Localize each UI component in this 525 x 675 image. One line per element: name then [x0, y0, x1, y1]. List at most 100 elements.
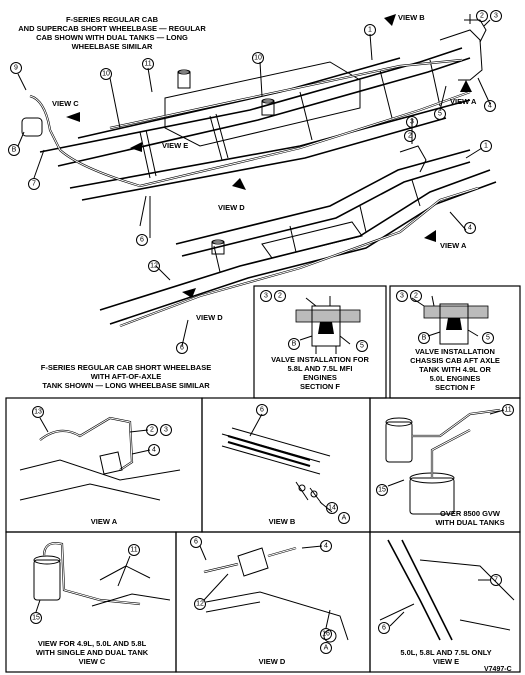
mid-title: F-SERIES REGULAR CAB SHORT WHEELBASE WIT… [41, 363, 211, 390]
view-d-box [175, 531, 371, 673]
upper-frame-illustration [17, 14, 491, 238]
svg-text:4: 4 [152, 447, 156, 454]
svg-text:B: B [292, 341, 297, 348]
valve-installation-right [389, 285, 521, 399]
svg-text:16: 16 [322, 631, 330, 638]
svg-text:3: 3 [494, 13, 498, 20]
svg-text:11: 11 [144, 61, 151, 68]
svg-text:5: 5 [438, 111, 442, 118]
callout-2-mid: 2 [404, 130, 416, 142]
figure-code: V7497-C [484, 666, 512, 673]
callouts: 9 B 7 10 11 10 1 2 3 4 5 3 2 1 4 6 12 6 … [8, 10, 514, 654]
view-d-tag-top: VIEW D [218, 203, 245, 212]
view-a-tag-top: VIEW A [450, 97, 477, 106]
gvw-caption-2: WITH DUAL TANKS [435, 518, 504, 527]
svg-text:10: 10 [102, 71, 110, 78]
svg-text:6: 6 [140, 237, 144, 244]
callout-10-a: 10 [100, 68, 112, 80]
callout-10-b: 10 [252, 52, 264, 64]
callout-12: 12 [148, 260, 160, 272]
view-c-caption-3: VIEW C [79, 657, 106, 666]
svg-text:7: 7 [32, 181, 36, 188]
callout-B-top: B [8, 144, 20, 156]
callout-2-view-a: 2 [146, 424, 158, 436]
svg-text:3: 3 [164, 427, 168, 434]
callout-7-top: 7 [28, 178, 40, 190]
svg-text:2: 2 [414, 293, 418, 300]
callout-11-top: 11 [142, 58, 154, 70]
valve-right-caption: VALVE INSTALLATION CHASSIS CAB AFT AXLE … [410, 347, 500, 392]
svg-text:5.8L AND 7.5L MFI: 5.8L AND 7.5L MFI [288, 364, 353, 373]
svg-text:13: 13 [34, 409, 42, 416]
svg-text:TANK WITH 4.9L OR: TANK WITH 4.9L OR [419, 365, 491, 374]
svg-text:WITH AFT-OF-AXLE: WITH AFT-OF-AXLE [91, 372, 162, 381]
svg-text:AND SUPERCAB SHORT WHEELBASE —: AND SUPERCAB SHORT WHEELBASE — REGULAR [18, 24, 206, 33]
svg-text:2: 2 [408, 133, 412, 140]
valve-left-caption: VALVE INSTALLATION FOR 5.8L AND 7.5L MFI… [271, 355, 369, 391]
callout-4-view-a: 4 [148, 444, 160, 456]
svg-text:1: 1 [368, 27, 372, 34]
callout-6-view-d: 6 [190, 536, 202, 548]
callout-3-valve-left: 3 [260, 290, 272, 302]
callout-4-top: 4 [484, 100, 496, 112]
svg-text:CAB SHOWN WITH DUAL TANKS — LO: CAB SHOWN WITH DUAL TANKS — LONG [36, 33, 188, 42]
svg-text:4: 4 [488, 103, 492, 110]
svg-text:7: 7 [494, 577, 498, 584]
svg-text:5.0L ENGINES: 5.0L ENGINES [430, 374, 481, 383]
svg-text:4: 4 [324, 543, 328, 550]
svg-text:14: 14 [328, 505, 336, 512]
svg-text:6: 6 [194, 539, 198, 546]
svg-text:6: 6 [382, 625, 386, 632]
callout-6-mid: 6 [176, 342, 188, 354]
view-a-caption: VIEW A [91, 517, 118, 526]
view-a-box [5, 397, 203, 533]
svg-text:3: 3 [410, 119, 414, 126]
callout-A-view-b: A [338, 512, 350, 524]
callout-B-valve-right: B [418, 332, 430, 344]
svg-text:SECTION F: SECTION F [300, 382, 340, 391]
callout-5-valve-right: 5 [482, 332, 494, 344]
svg-text:F-SERIES REGULAR CAB SHORT WHE: F-SERIES REGULAR CAB SHORT WHEELBASE [41, 363, 211, 372]
svg-text:B: B [12, 147, 17, 154]
callout-4-view-d: 4 [320, 540, 332, 552]
svg-text:WHEELBASE SIMILAR: WHEELBASE SIMILAR [72, 42, 153, 51]
callout-4-mid: 4 [464, 222, 476, 234]
callout-13: 13 [32, 406, 44, 418]
callout-A-view-d: A [320, 642, 332, 654]
callout-3-mid: 3 [406, 116, 418, 128]
svg-text:10: 10 [254, 55, 262, 62]
callout-2-valve-right: 2 [410, 290, 422, 302]
view-d-caption: VIEW D [259, 657, 286, 666]
view-e-box [369, 531, 521, 673]
callout-11-view-c: 11 [128, 544, 140, 556]
svg-text:12: 12 [196, 601, 204, 608]
callout-5-top: 5 [434, 108, 446, 120]
lower-frame-illustration [99, 118, 497, 347]
svg-text:11: 11 [504, 407, 511, 414]
callout-6-top: 6 [136, 234, 148, 246]
svg-text:3: 3 [264, 293, 268, 300]
view-c-caption-2: WITH SINGLE AND DUAL TANK [36, 648, 149, 657]
svg-text:VALVE INSTALLATION: VALVE INSTALLATION [415, 347, 495, 356]
svg-text:2: 2 [480, 13, 484, 20]
callout-3-view-a: 3 [160, 424, 172, 436]
callout-1-mid: 1 [480, 140, 492, 152]
callout-1-top: 1 [364, 24, 376, 36]
callout-5-valve-left: 5 [356, 340, 368, 352]
view-e-caption-2: VIEW E [433, 657, 459, 666]
svg-text:5: 5 [486, 335, 490, 342]
svg-text:ENGINES: ENGINES [303, 373, 337, 382]
svg-text:B: B [422, 335, 427, 342]
view-b-caption: VIEW B [269, 517, 296, 526]
callout-3-top: 3 [490, 10, 502, 22]
view-c-caption-1: VIEW FOR 4.9L, 5.0L AND 5.8L [38, 639, 147, 648]
svg-text:CHASSIS CAB AFT AXLE: CHASSIS CAB AFT AXLE [410, 356, 500, 365]
view-b-box [201, 397, 371, 533]
view-b-tag: VIEW B [398, 13, 425, 22]
svg-text:5: 5 [360, 343, 364, 350]
view-e-caption-1: 5.0L, 5.8L AND 7.5L ONLY [400, 648, 491, 657]
view-a-tag-mid: VIEW A [440, 241, 467, 250]
gvw-caption-1: OVER 8500 GVW [440, 509, 501, 518]
callout-6-view-e: 6 [378, 622, 390, 634]
svg-text:3: 3 [400, 293, 404, 300]
